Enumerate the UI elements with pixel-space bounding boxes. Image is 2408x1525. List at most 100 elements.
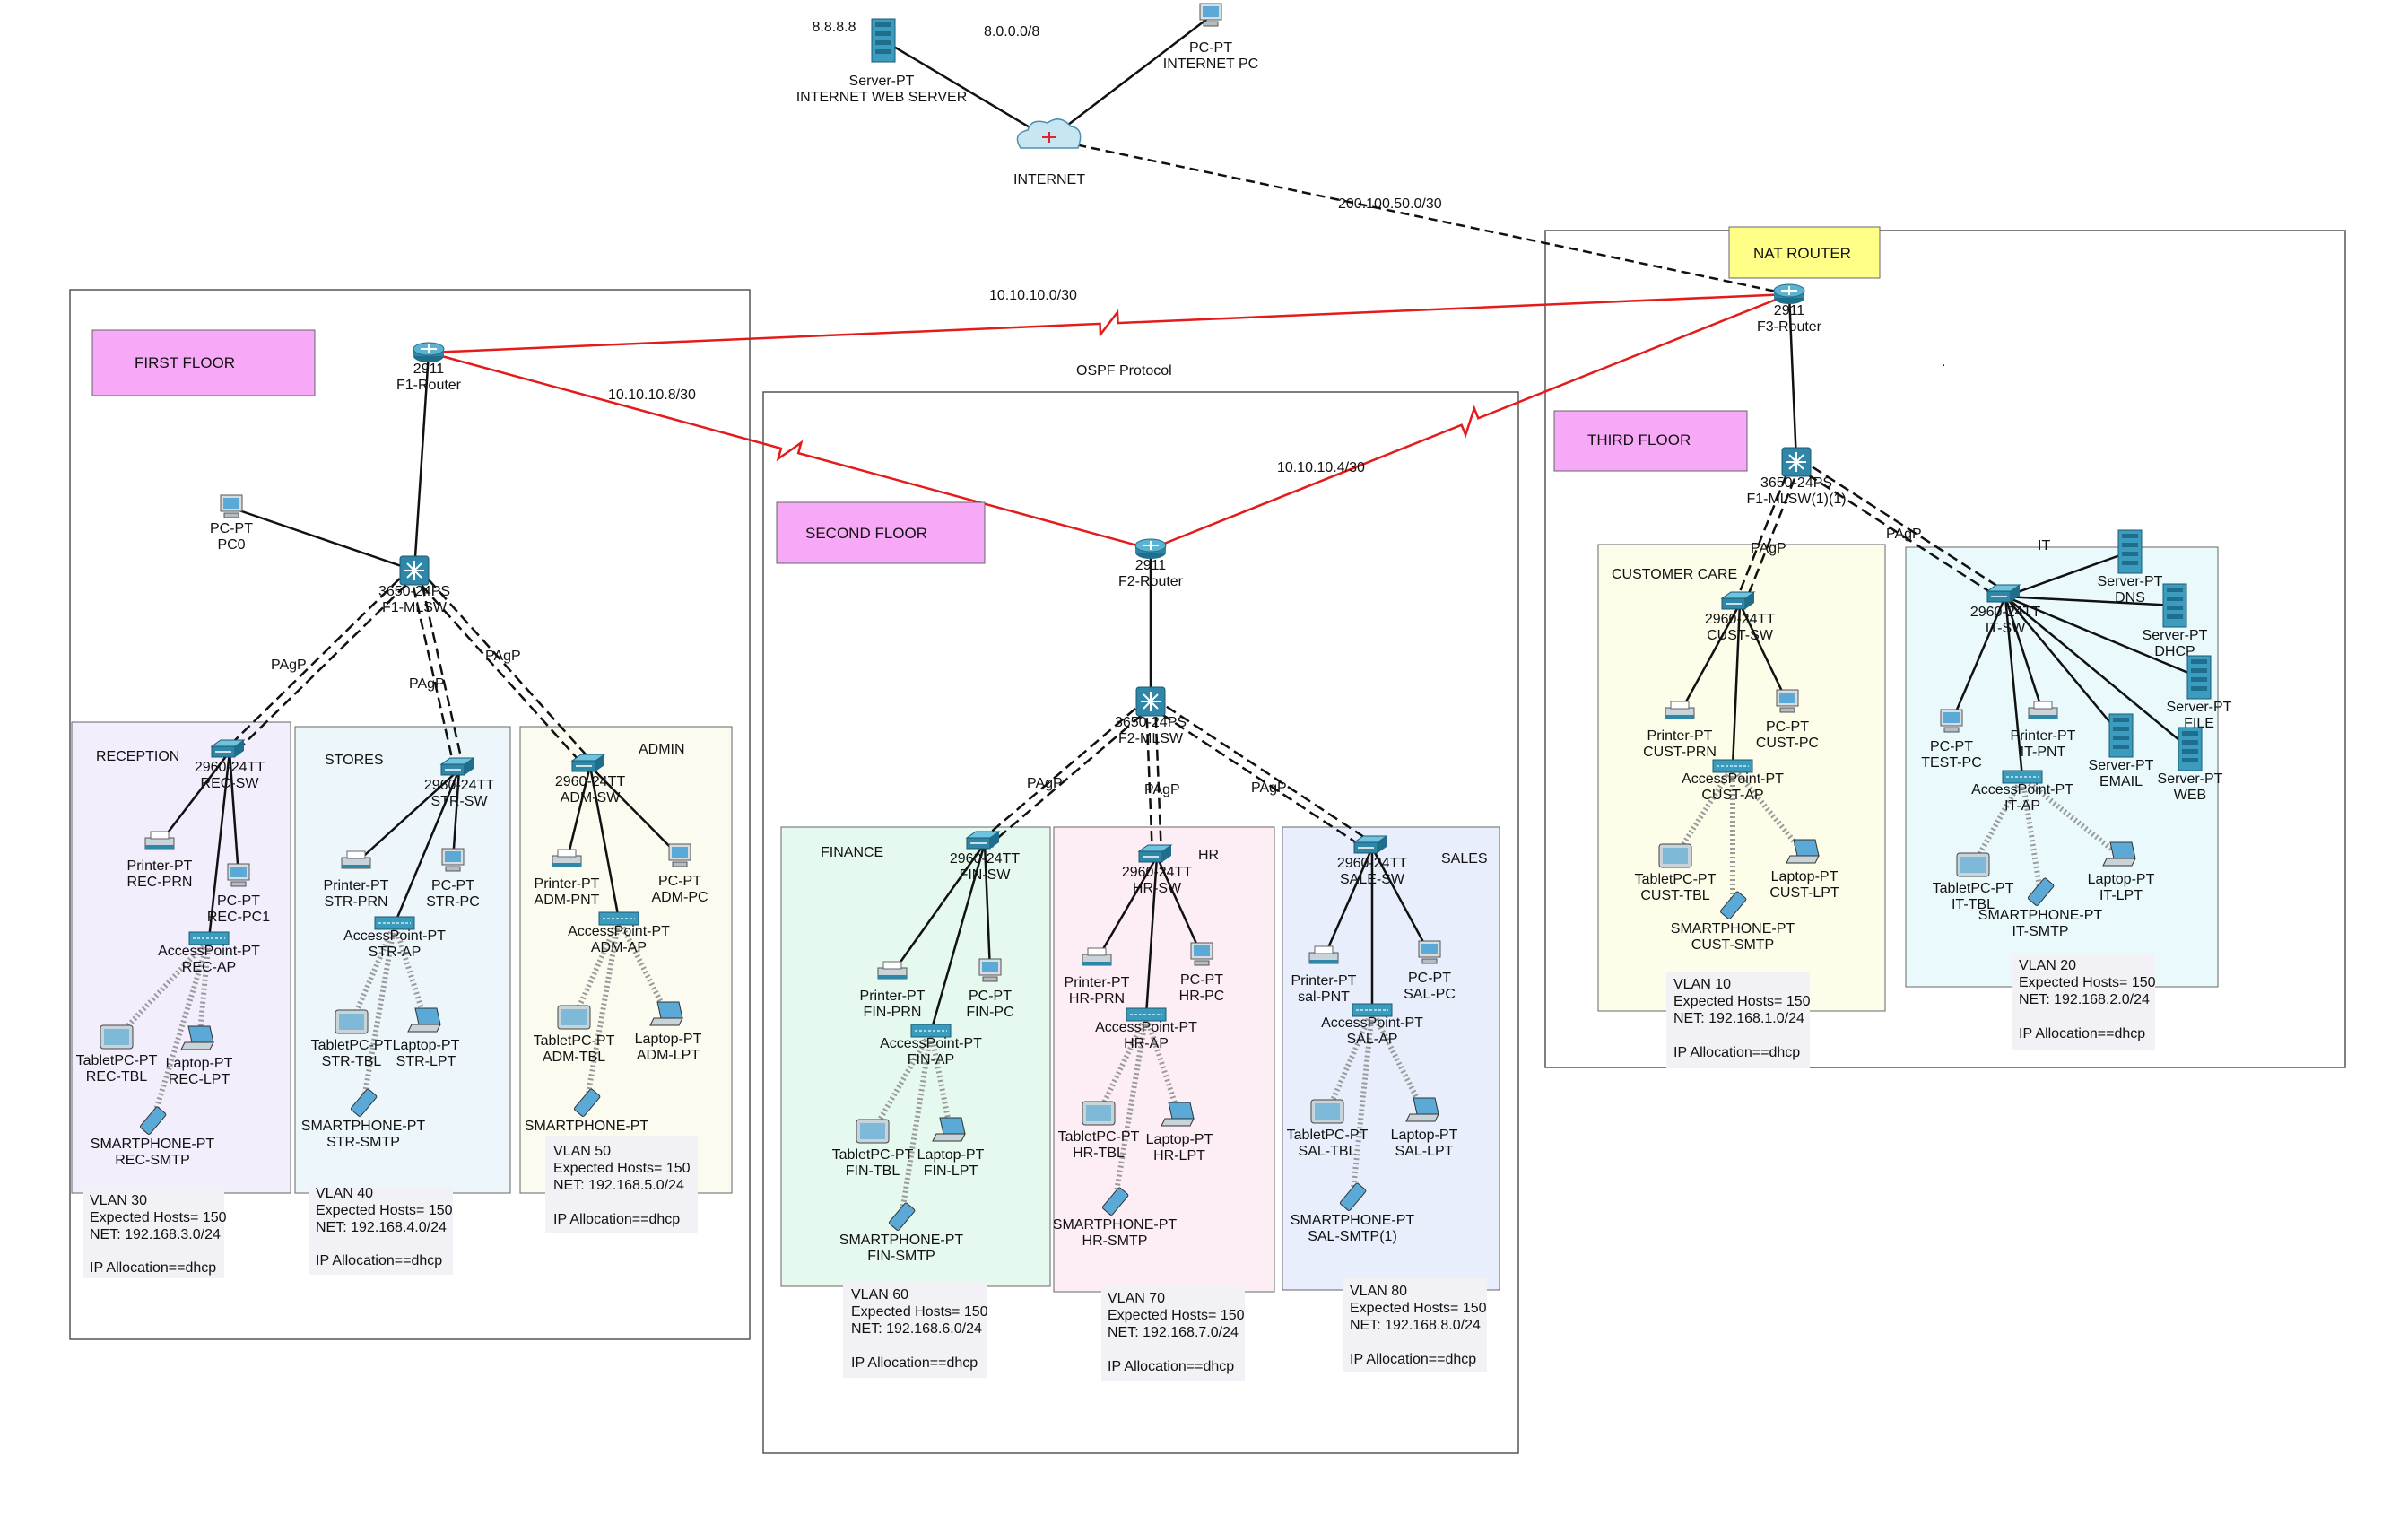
tablet-icon (557, 1005, 591, 1030)
wan-dashed-link (1048, 137, 1790, 296)
laptop-icon (932, 1117, 966, 1142)
device-name-label: F1-MLSW (382, 600, 448, 615)
nat-wan-label: 200.100.50.0/30 (1338, 196, 1442, 212)
device-model-label: TabletPC-PT (832, 1147, 914, 1163)
smartphone-icon (1719, 891, 1747, 919)
device-name-label: sal-PNT (1298, 989, 1350, 1005)
access-point-icon (598, 911, 639, 926)
device-name-label: PC0 (217, 537, 245, 553)
wireless-link (349, 922, 397, 1024)
device-model-label: Server-PT (849, 74, 915, 89)
device-adm-smtp[interactable]: SMARTPHONE-PT (525, 1088, 649, 1134)
printer-icon (341, 850, 371, 869)
vlan80-info: VLAN 80 Expected Hosts= 150 NET: 192.168… (1350, 1284, 1487, 1367)
pagp-label: PAgP (1886, 527, 1922, 542)
device-name-label: F2-Router (1118, 574, 1184, 589)
tablet-icon (856, 1119, 890, 1144)
device-internet[interactable]: INTERNET (1013, 118, 1085, 187)
device-name-label: IT-AP (2004, 798, 2040, 814)
wireless-link (870, 1030, 934, 1134)
laptop-icon (2102, 841, 2136, 867)
etherchannel-link (1152, 696, 1378, 847)
vlan-net: NET: 192.168.1.0/24 (1673, 1011, 1804, 1026)
nat-router-label-box (1728, 226, 1881, 279)
device-name-label: REC-LPT (169, 1072, 230, 1087)
vlan-net: NET: 192.168.4.0/24 (316, 1220, 447, 1235)
device-model-label: Printer-PT (2011, 728, 2076, 744)
reception-title: RECEPTION (96, 749, 179, 764)
device-model-label: TabletPC-PT (534, 1033, 615, 1049)
printer-icon (144, 831, 175, 850)
device-name-label: REC-PC1 (207, 910, 270, 925)
